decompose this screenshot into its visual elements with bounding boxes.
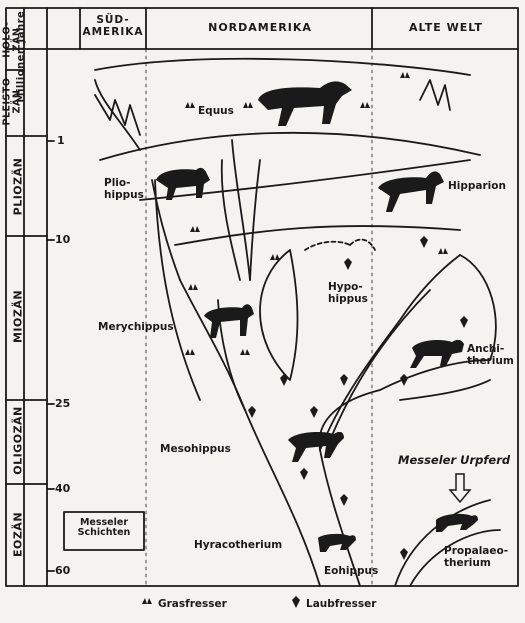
arrow-down-icon bbox=[450, 474, 470, 502]
leaf-icon bbox=[292, 596, 300, 608]
tick-25: 25 bbox=[55, 397, 70, 410]
epoch-eozaen: EOZÄN bbox=[12, 495, 25, 575]
label-hypohippus: Hypo- hippus bbox=[328, 282, 368, 305]
label-mesohippus: Mesohippus bbox=[160, 444, 231, 456]
column-sued: SÜD- AMERIKA bbox=[82, 14, 144, 38]
label-propalaeotherium: Propalaeo- therium bbox=[444, 546, 508, 569]
label-equus: Equus bbox=[198, 106, 234, 118]
label-messeler-schichten: Messeler Schichten bbox=[66, 518, 142, 539]
label-pliohippus: Plio- hippus bbox=[104, 178, 144, 201]
horse-hipparion bbox=[378, 171, 444, 212]
horse-merychippus bbox=[204, 304, 254, 338]
grass-icon bbox=[142, 598, 152, 604]
horse-equus bbox=[258, 81, 352, 126]
label-anchitherium: Anchi- therium bbox=[467, 344, 514, 367]
label-hyracotherium: Hyracotherium bbox=[194, 540, 282, 552]
horse-mesohippus bbox=[288, 432, 344, 462]
column-alte: ALTE WELT bbox=[376, 22, 516, 35]
label-eohippus: Eohippus bbox=[324, 566, 378, 578]
horse-silhouettes bbox=[156, 81, 478, 552]
epoch-pleistozaen: PLEISTO ZÄN bbox=[3, 70, 22, 134]
label-messeler-urpferd: Messeler Urpferd bbox=[398, 454, 510, 467]
tick-40: 40 bbox=[55, 482, 70, 495]
tick-60: 60 bbox=[55, 564, 70, 577]
epoch-pliozaen: PLIOZÄN bbox=[12, 147, 25, 227]
tick-1: 1 bbox=[57, 134, 65, 147]
legend-leaf: Laubfresser bbox=[306, 598, 376, 610]
horse-messeler bbox=[436, 514, 478, 532]
column-nord: NORDAMERIKA bbox=[150, 22, 370, 35]
legend-grass: Grasfresser bbox=[158, 598, 227, 610]
label-merychippus: Merychippus bbox=[98, 322, 174, 334]
horse-hyracotherium bbox=[318, 534, 356, 552]
epoch-oligozaen: OLIGOZÄN bbox=[12, 401, 25, 481]
epoch-holozaen: HOLO- ZÄN bbox=[3, 16, 22, 64]
epoch-miozaen: MIOZÄN bbox=[12, 277, 25, 357]
label-hipparion: Hipparion bbox=[448, 181, 506, 193]
tick-10: 10 bbox=[55, 233, 70, 246]
